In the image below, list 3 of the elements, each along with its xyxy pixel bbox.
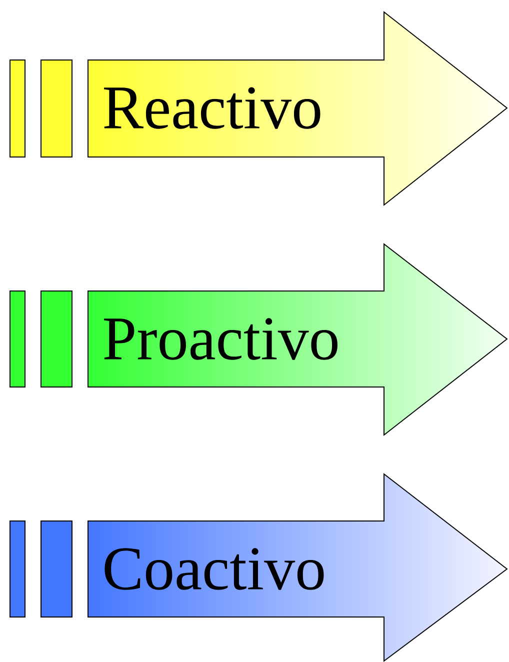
arrow-box: Reactivo	[88, 10, 508, 206]
arrow-box: Coactivo	[88, 472, 508, 662]
arrow-box: Proactivo	[88, 242, 508, 436]
